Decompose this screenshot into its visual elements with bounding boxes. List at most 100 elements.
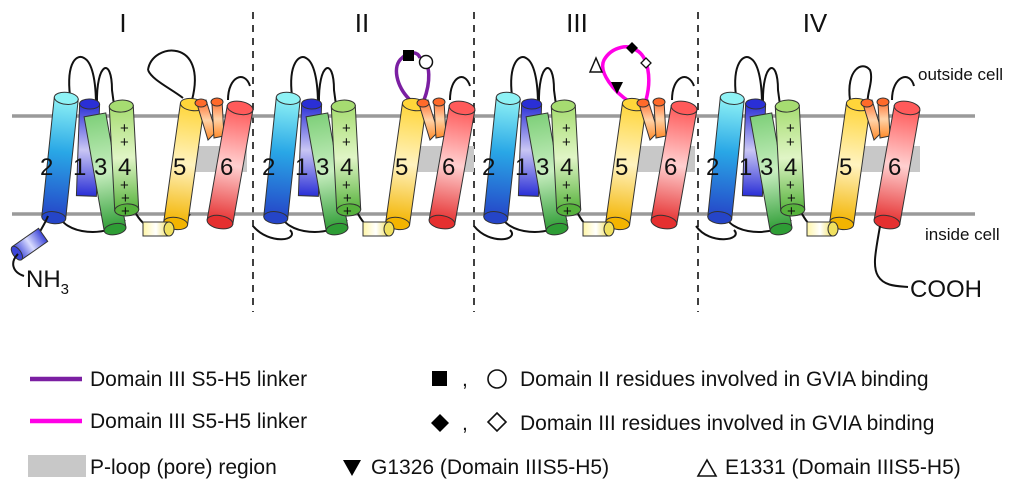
charge: +: [120, 120, 129, 137]
helix-number: 1: [515, 154, 528, 181]
helix-number: 2: [706, 154, 719, 181]
helix-number: 6: [888, 154, 901, 181]
domain3-s5h5-linker-purple: [394, 51, 422, 102]
domain-title: I: [119, 8, 126, 38]
helix-number: 2: [40, 154, 53, 181]
s4s5-linker-helix: [142, 221, 175, 237]
e1331-triangle: [588, 56, 604, 73]
legend-purple-label: Domain III S5-H5 linker: [90, 368, 307, 391]
helix-number: 2: [482, 154, 495, 181]
s4s5-linker-helix: [806, 221, 839, 237]
domain-3: 2 1 3 4 5 6 + + + + +: [473, 42, 698, 241]
helix-4: [108, 99, 140, 217]
legend-domain2-sep: ,: [462, 368, 468, 391]
charge: +: [121, 190, 130, 207]
helix-2: [263, 91, 301, 225]
c-terminus-tail: [873, 225, 909, 288]
helix-number: 6: [442, 154, 455, 181]
helix-6: [428, 100, 476, 230]
helix-6: [206, 100, 254, 230]
helix-number: 5: [839, 154, 852, 181]
charge: +: [562, 177, 571, 194]
s4s5-linker-helix: [362, 221, 395, 237]
charge: +: [121, 203, 130, 220]
helix-number: 4: [340, 154, 353, 181]
legend-domain3-sep: ,: [462, 412, 468, 435]
pore-helix: [860, 97, 891, 141]
legend-circle-icon: [487, 369, 507, 389]
domain-title: IV: [803, 8, 828, 38]
charge: +: [786, 120, 795, 137]
charge: +: [787, 190, 796, 207]
c-terminus-label: COOH: [910, 276, 982, 303]
helix-2: [41, 91, 79, 225]
charge: +: [563, 190, 572, 207]
domain-2: 2 1 3 4 5 6 + + + + +: [252, 50, 476, 241]
helix-number: 3: [760, 154, 773, 181]
charge: +: [120, 177, 129, 194]
helix-number: 6: [220, 154, 233, 181]
helix-2: [707, 91, 745, 225]
domain-title: II: [355, 8, 369, 38]
legend-g1326-label: G1326 (Domain IIIS5-H5): [371, 456, 609, 479]
charge: +: [563, 203, 572, 220]
helix-2: [483, 91, 521, 225]
domain3-residue-diamond-open: [640, 57, 652, 69]
legend-ploop-label: P-loop (pore) region: [90, 456, 277, 479]
legend: Domain III S5-H5 linker Domain III S5-H5…: [28, 368, 961, 479]
domain2-residue-circle: [418, 54, 434, 70]
legend-domain2-label: Domain II residues involved in GVIA bind…: [520, 368, 929, 391]
charge: +: [342, 134, 351, 151]
domain3-s5h5-linker-magenta: [600, 45, 651, 104]
legend-diamond-icon: [431, 414, 449, 432]
helix-6: [650, 100, 698, 230]
legend-e1331-label: E1331 (Domain IIIS5-H5): [725, 456, 961, 479]
legend-domain3-label: Domain III residues involved in GVIA bin…: [520, 412, 934, 435]
helix-number: 1: [739, 154, 752, 181]
g1326-triangle: [611, 82, 623, 94]
charge: +: [342, 120, 351, 137]
helix-number: 3: [316, 154, 329, 181]
helix-number: 5: [173, 154, 186, 181]
legend-square-icon: [432, 371, 447, 386]
domain-title: III: [566, 8, 588, 38]
helix-number: 4: [784, 154, 797, 181]
helix-number: 1: [73, 154, 86, 181]
charge: +: [562, 134, 571, 151]
n-terminus: NH3: [10, 215, 69, 298]
domain-1: 2 1 3 4 5 6 + + + + +: [40, 49, 254, 237]
charge: +: [787, 203, 796, 220]
charge: +: [562, 120, 571, 137]
helix-number: 5: [615, 154, 628, 181]
helix-number: 3: [536, 154, 549, 181]
n-terminus-label: NH3: [26, 266, 69, 298]
charge: +: [343, 190, 352, 207]
legend-diamond-open-icon: [486, 411, 508, 433]
outside-cell-label: outside cell: [918, 65, 1003, 84]
helix-4: [330, 99, 362, 217]
helix-number: 3: [94, 154, 107, 181]
pore-helix: [416, 97, 447, 141]
helix-4: [550, 99, 582, 217]
helix-number: 4: [118, 154, 131, 181]
charge: +: [342, 177, 351, 194]
charge: +: [786, 134, 795, 151]
domain3-residue-diamond: [626, 42, 638, 54]
helix-4: [774, 99, 806, 217]
helix-number: 4: [560, 154, 573, 181]
inside-cell-label: inside cell: [925, 225, 1000, 244]
helix-number: 1: [295, 154, 308, 181]
domain2-residue-square: [403, 50, 414, 61]
pore-helix: [636, 97, 667, 141]
legend-filled-triangle-icon: [343, 460, 361, 476]
domain-4: 2 1 3 4 5 6 + + + + + COOH: [695, 56, 982, 303]
charge: +: [120, 134, 129, 151]
legend-magenta-label: Domain III S5-H5 linker: [90, 410, 307, 433]
helix-number: 6: [664, 154, 677, 181]
s4s5-linker-helix: [582, 221, 615, 237]
helix-number: 5: [395, 154, 408, 181]
legend-ploop-swatch: [28, 455, 86, 477]
charge: +: [786, 177, 795, 194]
charge: +: [343, 203, 352, 220]
